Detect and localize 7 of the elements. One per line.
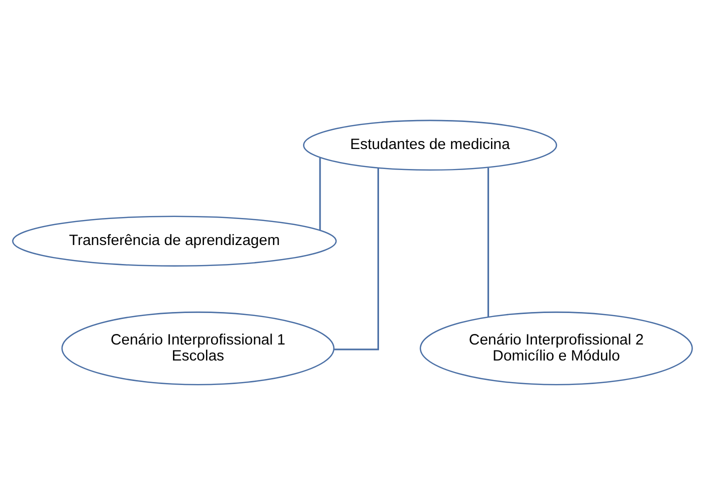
node-ellipse: Cenário Interprofissional 2 Domicílio e Módulo bbox=[420, 311, 693, 385]
node-ellipse: Transferência de aprendizagem bbox=[12, 215, 337, 266]
node-ellipse: Estudantes de medicina bbox=[303, 119, 558, 170]
node-ellipse: Cenário Interprofissional 1 Escolas bbox=[61, 311, 334, 385]
connector bbox=[487, 167, 490, 316]
connector bbox=[334, 168, 380, 350]
connector bbox=[319, 157, 321, 230]
